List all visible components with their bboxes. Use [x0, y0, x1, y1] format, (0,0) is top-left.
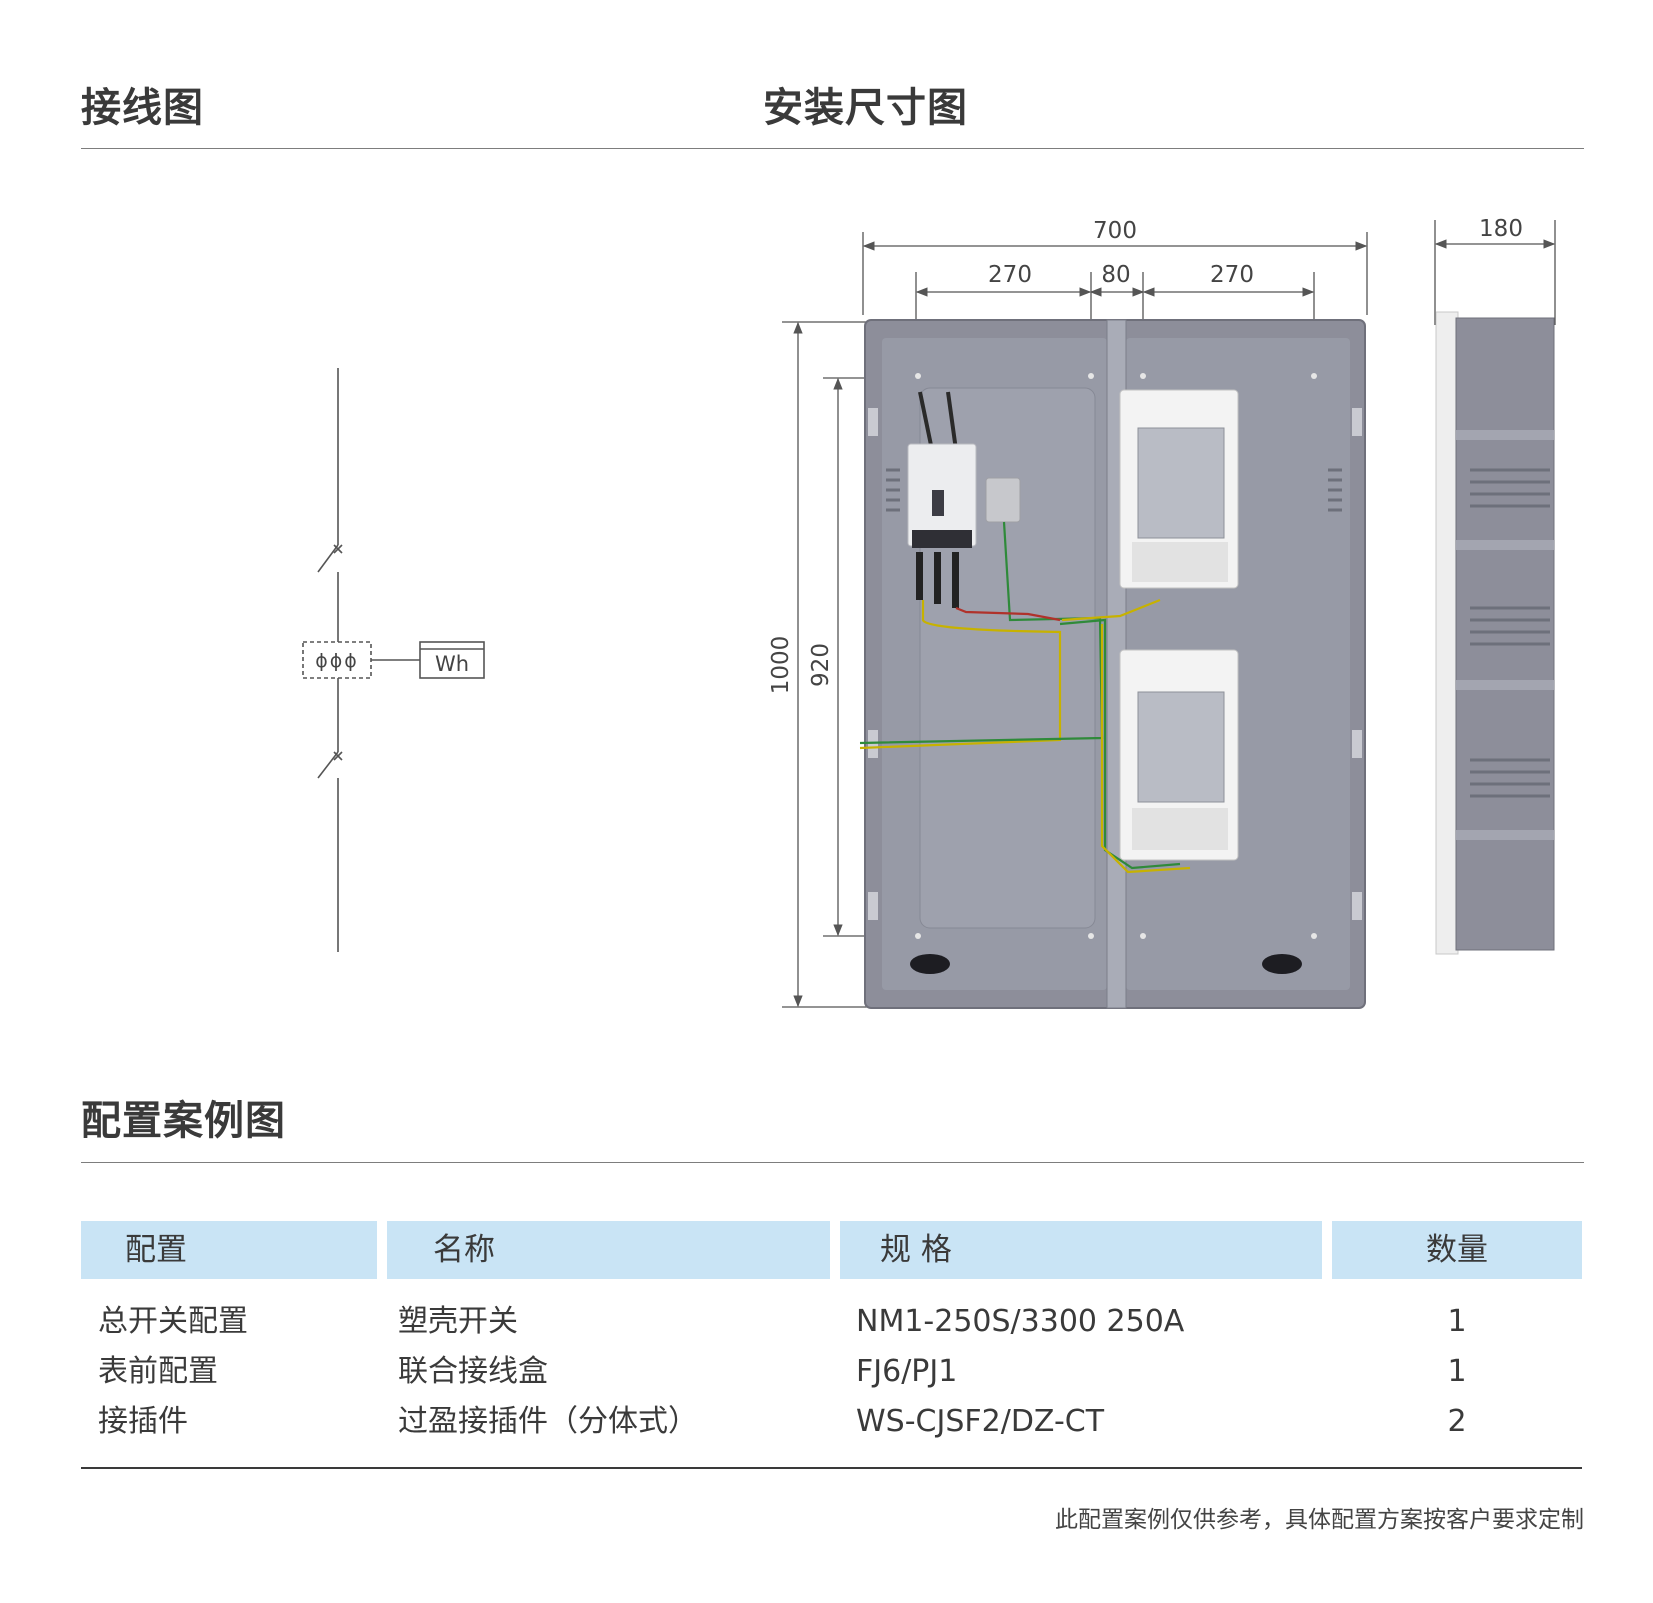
table-bottom-rule — [81, 1467, 1582, 1469]
hinge — [868, 408, 878, 436]
mount-hole — [1088, 373, 1094, 379]
table-header-name: 名称 — [387, 1221, 830, 1279]
switch-upper-blade — [317, 544, 339, 573]
hinge — [868, 730, 878, 758]
wiring-diagram: ϕϕϕ Wh — [302, 368, 485, 952]
row2-qty: 1 — [1447, 1354, 1467, 1389]
wire-yellow-green — [859, 600, 1062, 750]
terminal-block — [985, 477, 1021, 523]
table-header-config-label: 配置 — [125, 1232, 187, 1268]
mount-hole — [1311, 373, 1317, 379]
table-header-qty: 数量 — [1332, 1221, 1582, 1279]
config-divider — [81, 1162, 1584, 1163]
meter-socket-lower — [1119, 649, 1239, 861]
dim-180: 180 — [1479, 216, 1523, 242]
dim-80: 80 — [1101, 262, 1130, 288]
table-header-qty-label: 数量 — [1426, 1232, 1488, 1268]
terminal-symbols: ϕϕϕ — [315, 650, 359, 672]
mount-hole — [1088, 933, 1094, 939]
hinge — [868, 892, 878, 920]
row1-qty: 1 — [1447, 1304, 1467, 1339]
table-header-spec-label: 规 格 — [880, 1232, 952, 1268]
table-header-name-label: 名称 — [433, 1232, 495, 1268]
dim-920: 920 — [808, 643, 834, 687]
top-divider — [81, 148, 1584, 149]
switch-upper-cross-b — [333, 544, 343, 554]
row1-spec: NM1-250S/3300 250A — [856, 1304, 1185, 1339]
config-case-title: 配置案例图 — [81, 1098, 286, 1144]
wire-bundle-right — [1061, 598, 1161, 622]
hinge — [1352, 408, 1362, 436]
switch-lower-blade — [317, 751, 339, 779]
row2-config: 表前配置 — [98, 1354, 218, 1389]
mount-hole — [915, 373, 921, 379]
install-size-title: 安装尺寸图 — [763, 85, 968, 131]
row3-name: 过盈接插件（分体式） — [398, 1404, 698, 1439]
install-dimension-drawing: 700 270 80 270 180 1000 920 — [768, 216, 1556, 1009]
hinge — [1352, 730, 1362, 758]
switch-lower-cross-b — [333, 751, 343, 761]
cable-knockout-left — [910, 954, 950, 974]
meter-socket-upper — [1119, 389, 1239, 589]
row1-name: 塑壳开关 — [398, 1304, 518, 1339]
enclosure-side-view — [1435, 311, 1555, 955]
footnote: 此配置案例仅供参考，具体配置方案按客户要求定制 — [1055, 1507, 1584, 1533]
row1-config: 总开关配置 — [98, 1304, 248, 1339]
row3-config: 接插件 — [98, 1404, 188, 1439]
meter-label: Wh — [435, 652, 469, 676]
wire-red — [955, 606, 1061, 622]
mount-hole — [915, 933, 921, 939]
molded-case-breaker — [907, 391, 977, 608]
row2-name: 联合接线盒 — [398, 1354, 548, 1389]
dim-700: 700 — [1093, 218, 1137, 244]
row3-spec: WS-CJSF2/DZ-CT — [856, 1404, 1105, 1439]
mount-hole — [1140, 373, 1146, 379]
dim-270-right: 270 — [1210, 262, 1254, 288]
wiring-diagram-title: 接线图 — [81, 85, 204, 131]
wire-bundle-right-yellow — [1100, 624, 1191, 874]
table-header-spec: 规 格 — [840, 1221, 1322, 1279]
table-header-config: 配置 — [81, 1221, 377, 1279]
meter-box — [419, 641, 485, 679]
mount-hole — [1140, 933, 1146, 939]
enclosure-front-view — [859, 319, 1366, 1009]
row2-spec: FJ6/PJ1 — [856, 1354, 958, 1389]
mount-hole — [1311, 933, 1317, 939]
dim-1000: 1000 — [768, 636, 794, 695]
row3-qty: 2 — [1447, 1404, 1467, 1439]
hinge — [1352, 892, 1362, 920]
cable-knockout-right — [1262, 954, 1302, 974]
dim-270-left: 270 — [988, 262, 1032, 288]
